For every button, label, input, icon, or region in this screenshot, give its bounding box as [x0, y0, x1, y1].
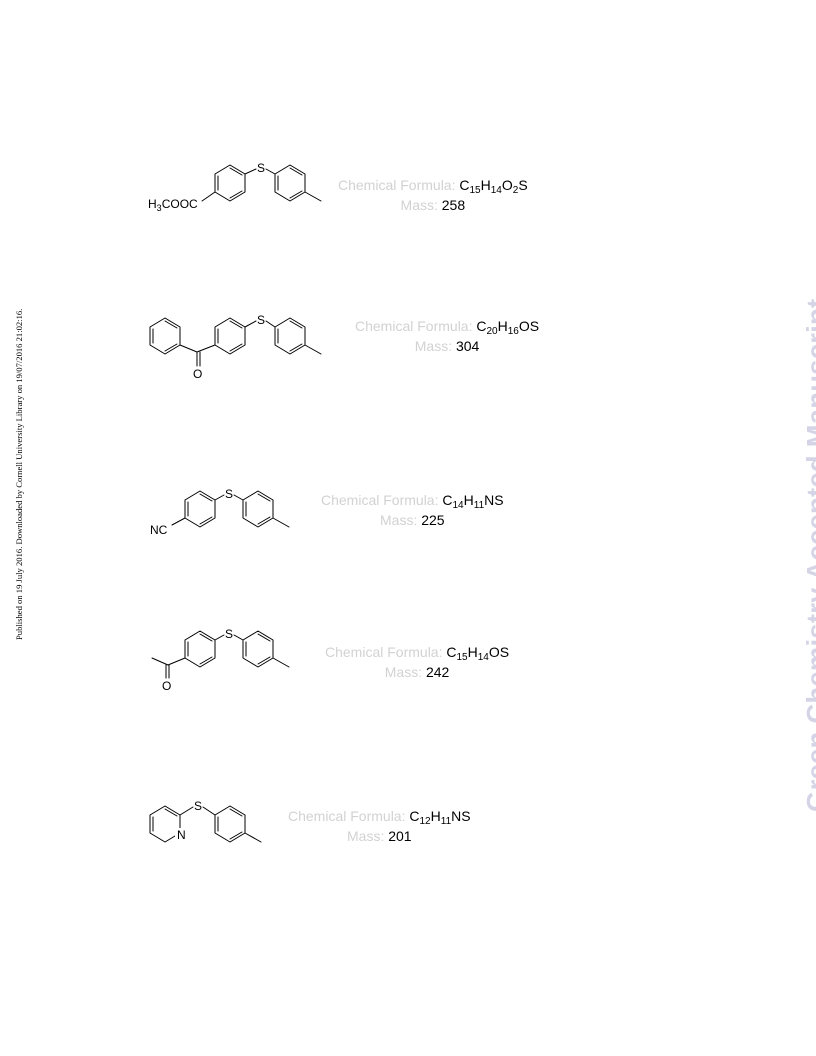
compound-4-info: Chemical Formula: C15H14OS Mass: 242	[325, 642, 509, 682]
formula-value: C14H11NS	[442, 492, 504, 511]
methyl-bond	[272, 517, 290, 528]
formula-label: Chemical Formula:	[321, 492, 439, 508]
acetyl-methyl-bond	[151, 657, 169, 666]
mass-value: 242	[425, 664, 450, 680]
formula-value: C12H11NS	[409, 808, 471, 827]
nitrogen-label: N	[177, 828, 186, 842]
methyl-bond	[304, 191, 322, 202]
nitrile-label: NC	[150, 523, 168, 537]
mass-row: Mass: 242	[325, 662, 509, 682]
phenyl-ring	[149, 317, 181, 355]
structure-benzoyl: S O	[149, 313, 322, 381]
mass-value: 201	[388, 828, 412, 844]
mass-label: Mass:	[384, 664, 423, 680]
bond	[179, 344, 198, 353]
formula-value: C20H16OS	[476, 318, 540, 337]
tolyl-ring	[274, 317, 306, 355]
formula-value: C15H14OS	[446, 644, 510, 663]
mass-label: Mass:	[400, 197, 438, 213]
sulfur-label: S	[225, 487, 233, 501]
accepted-manuscript-watermark: Green Chemistry Accepted Manuscript	[801, 298, 816, 812]
bond	[244, 320, 257, 328]
benzene-ring	[214, 317, 246, 355]
tolyl-ring	[274, 164, 306, 202]
formula-row: Chemical Formula: C12H11NS	[288, 806, 471, 827]
mass-value: 225	[421, 512, 445, 528]
bond	[167, 657, 186, 666]
mass-label: Mass:	[380, 512, 418, 528]
oxygen-label: O	[162, 679, 171, 693]
formula-row: Chemical Formula: C15H14OS	[325, 642, 510, 663]
formula-label: Chemical Formula:	[325, 644, 443, 660]
methyl-bond	[272, 657, 290, 668]
compound-5-info: Chemical Formula: C12H11NS Mass: 201	[288, 806, 471, 846]
ester-bond	[201, 191, 216, 202]
benzene-ring	[214, 164, 246, 202]
mass-label: Mass:	[347, 828, 385, 844]
tolyl-ring	[242, 630, 274, 668]
benzene-ring	[184, 630, 216, 668]
compound-1-info: Chemical Formula: C15H14O2S Mass: 258	[338, 175, 528, 215]
bond	[214, 634, 225, 641]
bond	[233, 634, 244, 641]
ester-label: H3COOC	[148, 197, 198, 213]
mass-value: 258	[441, 197, 466, 213]
bond	[179, 806, 194, 816]
oxygen-label: O	[193, 367, 202, 381]
structure-nitrile: S NC	[150, 487, 290, 537]
tolyl-ring	[214, 805, 246, 843]
structure-pyridyl: N S	[149, 799, 262, 843]
bond	[214, 494, 225, 501]
formula-label: Chemical Formula:	[288, 808, 406, 824]
tolyl-ring	[242, 490, 274, 528]
bond	[265, 320, 276, 328]
bond	[244, 168, 257, 175]
structure-acetyl: S O	[151, 627, 290, 693]
formula-row: Chemical Formula: C20H16OS	[355, 316, 540, 337]
formula-label: Chemical Formula:	[355, 318, 473, 334]
compound-2-info: Chemical Formula: C20H16OS Mass: 304	[355, 316, 539, 356]
nitrile-bond	[171, 517, 186, 526]
sulfur-label: S	[225, 627, 233, 641]
mass-row: Mass: 225	[321, 510, 504, 530]
bond	[202, 806, 216, 816]
download-notice: Published on 19 July 2016. Downloaded by…	[14, 308, 24, 640]
compound-3-info: Chemical Formula: C14H11NS Mass: 225	[321, 490, 504, 530]
mass-row: Mass: 304	[355, 336, 539, 356]
sulfur-label: S	[257, 313, 265, 327]
bond	[233, 494, 244, 501]
bond	[265, 168, 276, 175]
formula-row: Chemical Formula: C15H14O2S	[338, 175, 528, 196]
formula-label: Chemical Formula:	[338, 177, 456, 193]
methyl-bond	[304, 344, 322, 355]
sulfur-label: S	[194, 799, 202, 813]
sulfur-label: S	[257, 161, 265, 175]
mass-label: Mass:	[414, 338, 453, 354]
methyl-bond	[244, 832, 262, 843]
formula-value: C15H14O2S	[459, 177, 528, 196]
mass-value: 304	[455, 338, 480, 354]
mass-row: Mass: 201	[288, 826, 471, 846]
mass-row: Mass: 258	[338, 195, 528, 215]
benzene-ring	[184, 490, 216, 528]
structure-methyl-ester: S H3COOC	[148, 161, 322, 213]
bond	[196, 344, 216, 353]
formula-row: Chemical Formula: C14H11NS	[321, 490, 504, 511]
